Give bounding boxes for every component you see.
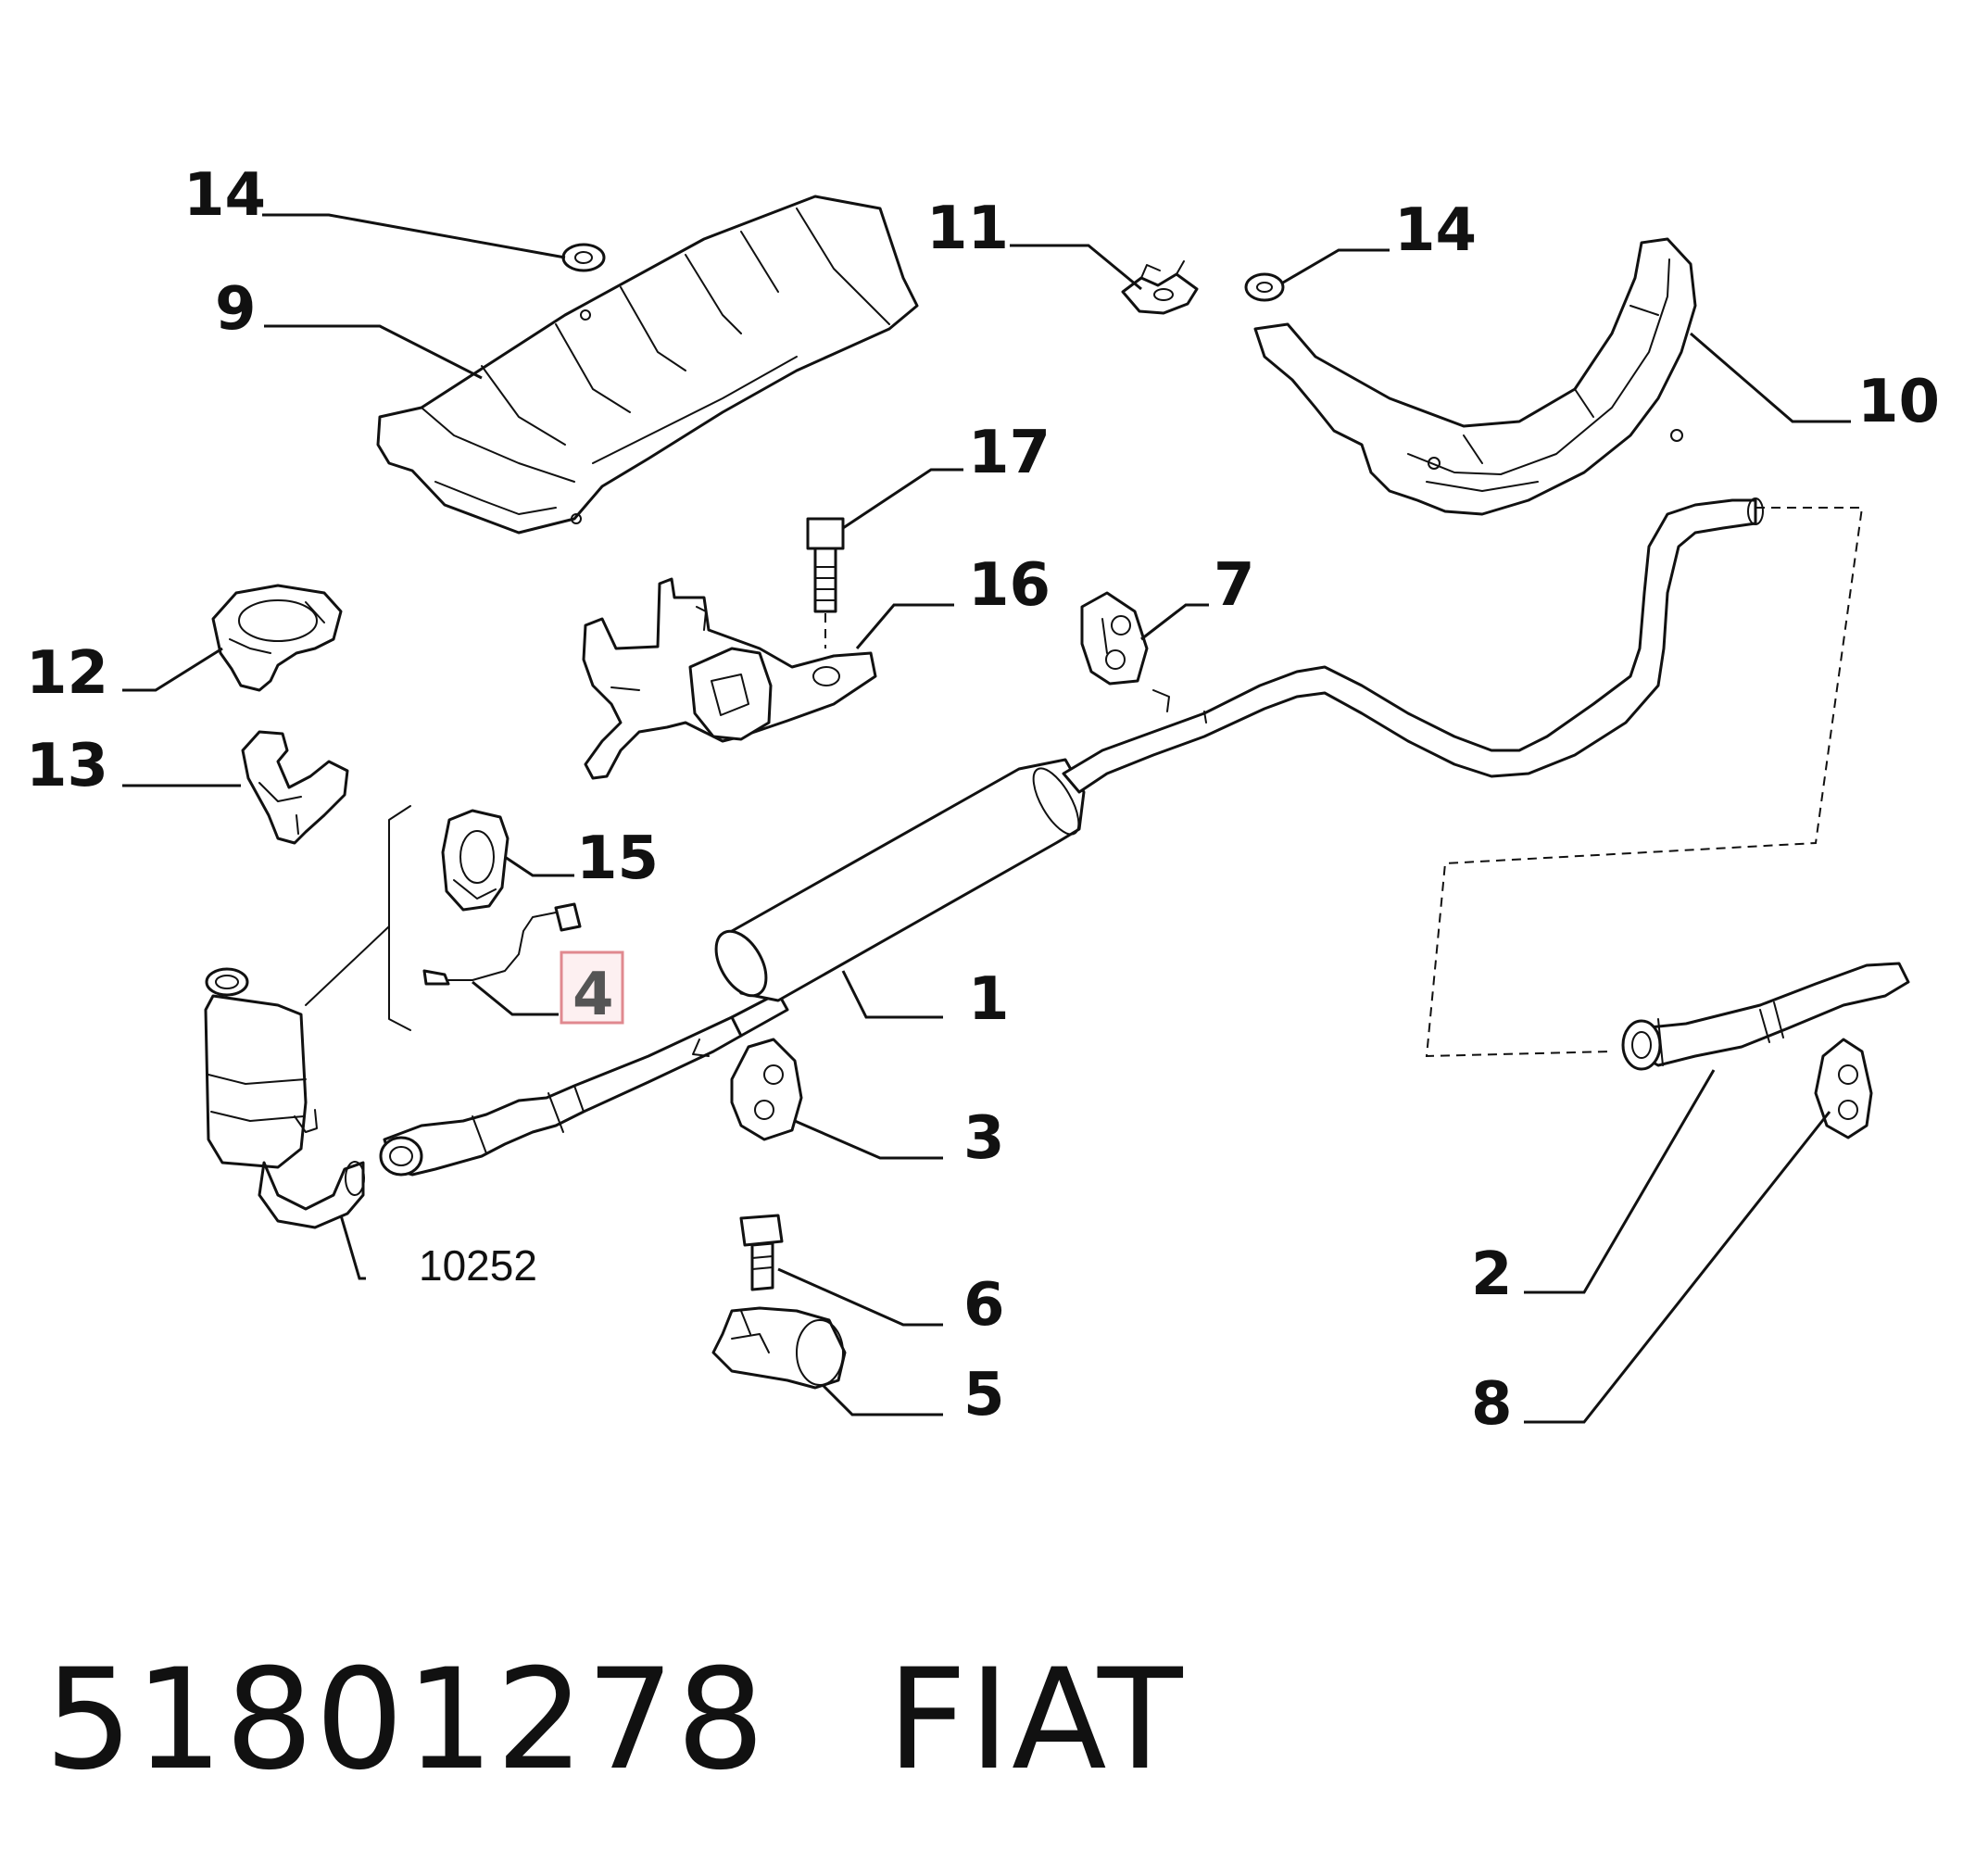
callout-14-right: 14 bbox=[1394, 196, 1477, 265]
leader-8 bbox=[1524, 1111, 1831, 1424]
converter-group-bracket bbox=[305, 805, 411, 1031]
leader-4 bbox=[472, 980, 559, 1016]
callout-numbers: 14 9 11 14 10 17 16 7 12 13 15 4 1 3 6 5… bbox=[26, 161, 1940, 1439]
leader-11 bbox=[1010, 244, 1142, 291]
callout-14-left: 14 bbox=[183, 161, 266, 230]
part-12-clamp bbox=[211, 584, 343, 692]
leader-10252 bbox=[339, 1215, 366, 1280]
part-6-bolt bbox=[739, 1214, 784, 1291]
leader-6 bbox=[777, 1267, 943, 1327]
part-17-bolt bbox=[806, 517, 845, 648]
part-16-mounting-bracket bbox=[582, 577, 877, 780]
part-8-rubber-hanger bbox=[1814, 1038, 1873, 1139]
leader-15 bbox=[504, 855, 574, 877]
callout-10: 10 bbox=[1857, 368, 1940, 436]
leader-3 bbox=[794, 1119, 943, 1160]
leader-5 bbox=[821, 1383, 943, 1416]
dashed-reference-outline bbox=[1425, 507, 1864, 1058]
part-5-clamp-sleeve bbox=[711, 1306, 847, 1390]
part-14-washer-left bbox=[561, 243, 606, 272]
leader-lines bbox=[122, 213, 1851, 1424]
part-14-washer-right bbox=[1244, 272, 1285, 302]
leader-7 bbox=[1140, 603, 1209, 641]
catalytic-converter bbox=[204, 967, 365, 1229]
part-15-clamp bbox=[441, 809, 510, 912]
callout-17: 17 bbox=[968, 419, 1051, 487]
leader-10 bbox=[1690, 332, 1851, 423]
brand-name: FIAT bbox=[887, 1640, 1185, 1801]
part-2-tailpipe bbox=[1621, 962, 1910, 1071]
part-number: 51801278 bbox=[44, 1640, 767, 1801]
part-4-oxygen-sensor bbox=[422, 902, 582, 986]
callout-2: 2 bbox=[1471, 1240, 1513, 1309]
callout-6: 6 bbox=[963, 1271, 1005, 1340]
leader-14-left bbox=[262, 213, 566, 259]
leader-1 bbox=[841, 970, 943, 1019]
leader-14-right bbox=[1282, 248, 1390, 284]
reference-code-10252: 10252 bbox=[419, 1241, 537, 1290]
leader-9 bbox=[264, 324, 483, 380]
leader-16 bbox=[855, 603, 954, 649]
callout-16: 16 bbox=[968, 551, 1051, 620]
part-10-rear-heat-shield bbox=[1253, 237, 1697, 516]
part-3-rubber-hanger bbox=[730, 1038, 803, 1141]
callout-4-highlight bbox=[560, 950, 624, 1025]
footer: 51801278 FIAT bbox=[44, 1640, 1185, 1801]
callout-5: 5 bbox=[963, 1361, 1005, 1429]
callout-1: 1 bbox=[968, 965, 1010, 1034]
callout-7: 7 bbox=[1214, 551, 1255, 620]
callout-8: 8 bbox=[1471, 1370, 1513, 1439]
callout-11: 11 bbox=[926, 195, 1009, 263]
leader-2 bbox=[1524, 1069, 1716, 1294]
part-9-heat-shield bbox=[376, 195, 919, 535]
front-pipe bbox=[379, 1015, 743, 1177]
part-1-silencer-pipe bbox=[714, 497, 1764, 1038]
callout-15: 15 bbox=[576, 825, 659, 893]
callout-13: 13 bbox=[26, 732, 108, 800]
callout-9: 9 bbox=[215, 275, 257, 344]
callout-3: 3 bbox=[963, 1104, 1005, 1173]
leader-17 bbox=[842, 468, 963, 530]
callout-12: 12 bbox=[26, 639, 108, 708]
part-7-rubber-hanger bbox=[1080, 591, 1149, 686]
callout-4: 4 bbox=[572, 961, 614, 1029]
part-13-clamp-half bbox=[241, 730, 349, 845]
part-11-clip-nut bbox=[1121, 260, 1199, 315]
leader-12 bbox=[122, 647, 223, 692]
